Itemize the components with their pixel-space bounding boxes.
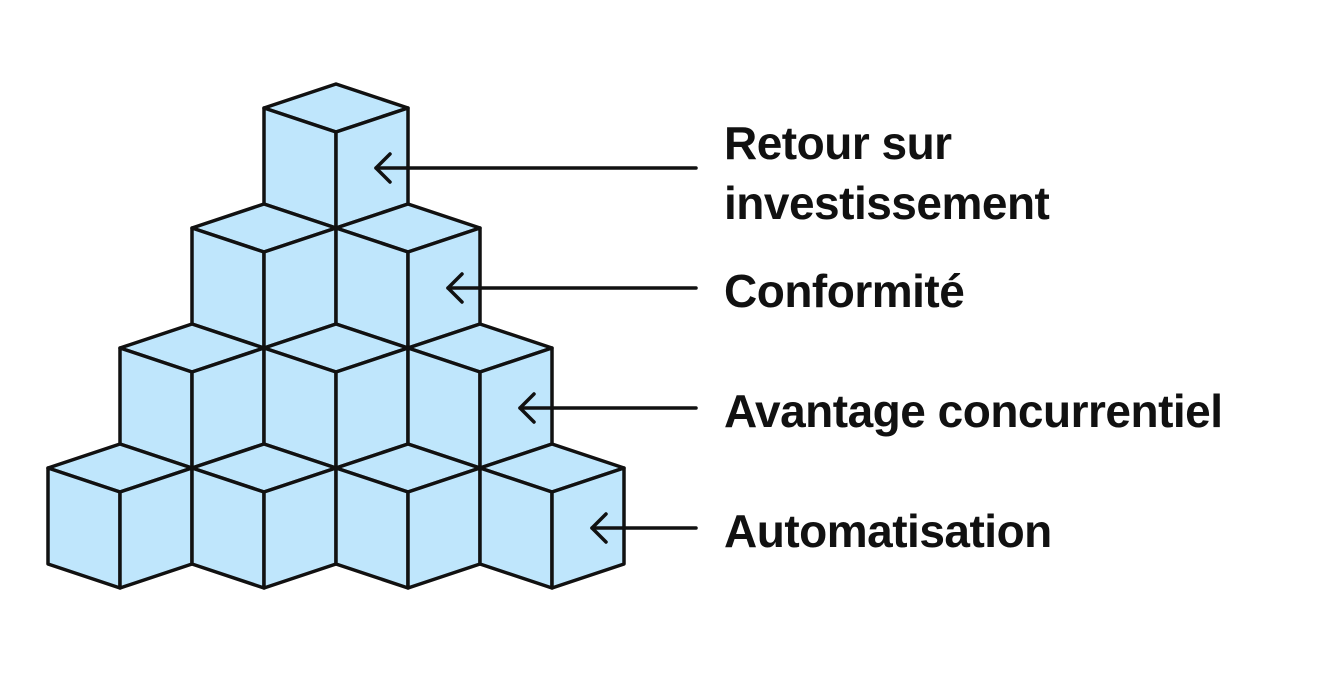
- level-label-line-2: investissement: [724, 177, 1050, 229]
- cube-row-2-1: [190, 202, 338, 350]
- cube-row-3-2: [262, 322, 410, 470]
- level-arrows: [374, 152, 698, 544]
- level-arrow-2: [446, 272, 698, 304]
- level-label-compliance: Conformité: [724, 265, 965, 317]
- cube-row-4-2: [190, 442, 338, 590]
- level-label-return-on-investment: Retour sur investissement: [724, 113, 1050, 233]
- arrow-left-icon: [590, 512, 608, 544]
- cube-row-3-1: [118, 322, 266, 470]
- level-arrow-1: [374, 152, 698, 184]
- level-arrow-3: [518, 392, 698, 424]
- level-label-competitive-advantage: Avantage concurrentiel: [724, 385, 1223, 437]
- arrow-left-icon: [374, 152, 392, 184]
- cube-row-2-2: [334, 202, 482, 350]
- arrow-left-icon: [446, 272, 464, 304]
- cube-right-face: [550, 466, 626, 590]
- level-label-automation: Automatisation: [724, 505, 1052, 557]
- cube-row-1-1: [262, 82, 410, 230]
- level-arrow-4: [590, 512, 698, 544]
- cube-row-4-1: [46, 442, 194, 590]
- arrow-left-icon: [518, 392, 536, 424]
- cube-pyramid: [46, 82, 626, 590]
- level-label-line-1: Retour sur: [724, 117, 952, 169]
- cube-row-4-3: [334, 442, 482, 590]
- cube-row-4-4: [478, 442, 626, 590]
